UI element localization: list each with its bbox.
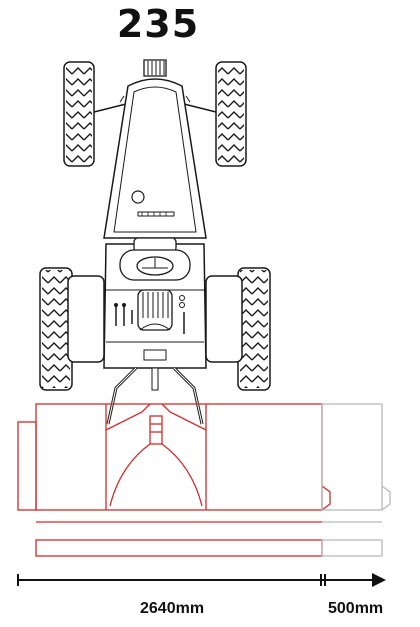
extension-width-label: 500mm [328, 600, 384, 617]
dimension-lines [17, 573, 386, 587]
fuel-cap-icon [131, 190, 145, 204]
right-fender [205, 275, 243, 363]
radiator-grille [143, 59, 167, 77]
mower-implement [17, 403, 331, 557]
front-axle-right [183, 103, 217, 113]
arrow-right-icon [372, 573, 386, 587]
front-axle-left [93, 103, 127, 113]
rear-left-wheel [39, 267, 73, 391]
implement-extension [321, 403, 391, 557]
three-point-hitch [106, 366, 204, 425]
front-left-wheel [63, 61, 95, 167]
left-fender [67, 275, 105, 363]
working-width-label: 2640mm [140, 600, 205, 617]
engine-hood [103, 78, 207, 239]
operator-platform [103, 237, 207, 369]
rear-right-wheel [237, 267, 271, 391]
model-number: 235 [116, 2, 200, 46]
front-right-wheel [215, 61, 247, 167]
